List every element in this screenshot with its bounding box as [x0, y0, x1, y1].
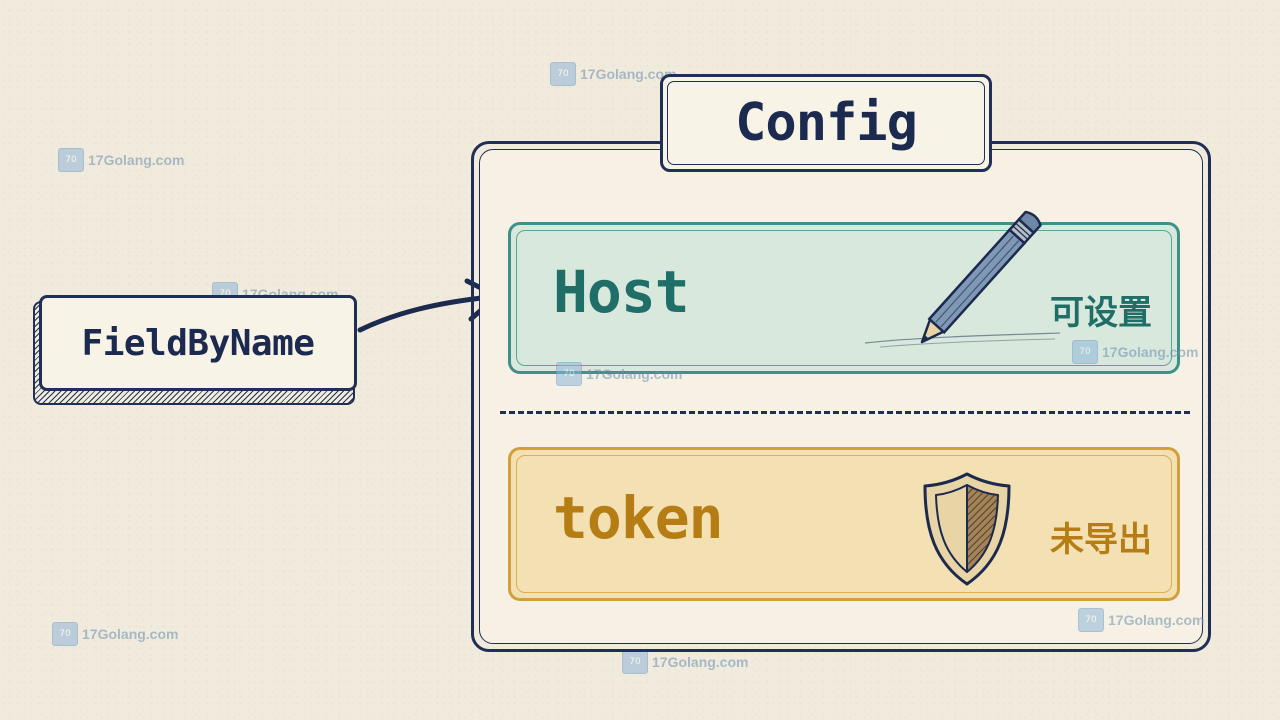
watermark-logo-icon: 70	[58, 148, 84, 172]
watermark: 70 17Golang.com	[52, 622, 178, 646]
struct-title: Config	[735, 93, 918, 153]
fieldbyname-label: FieldByName	[81, 322, 315, 364]
watermark-logo-icon: 70	[622, 650, 648, 674]
watermark: 70 17Golang.com	[1078, 608, 1204, 632]
field-token-status: 未导出	[1050, 520, 1152, 560]
watermark-logo-icon: 70	[1072, 340, 1098, 364]
watermark-logo-icon: 70	[550, 62, 576, 86]
watermark-logo-icon: 70	[556, 362, 582, 386]
watermark: 70 17Golang.com	[622, 650, 748, 674]
watermark-logo-icon: 70	[52, 622, 78, 646]
struct-title-tab: Config	[660, 74, 992, 172]
watermark: 70 17Golang.com	[58, 148, 184, 172]
fieldbyname-box: FieldByName	[33, 295, 359, 405]
section-divider	[500, 411, 1190, 414]
field-token-name: token	[553, 484, 724, 552]
pencil-icon	[864, 210, 1061, 348]
watermark: 70 17Golang.com	[556, 362, 682, 386]
watermark-logo-icon: 70	[1078, 608, 1104, 632]
watermark: 70 17Golang.com	[550, 62, 676, 86]
fieldbyname-face: FieldByName	[39, 295, 357, 391]
field-token-row	[508, 447, 1180, 601]
field-host-name: Host	[553, 258, 690, 326]
field-host-status: 可设置	[1050, 293, 1152, 333]
field-host-row	[508, 222, 1180, 374]
shield-icon	[923, 472, 1011, 586]
watermark: 70 17Golang.com	[1072, 340, 1198, 364]
